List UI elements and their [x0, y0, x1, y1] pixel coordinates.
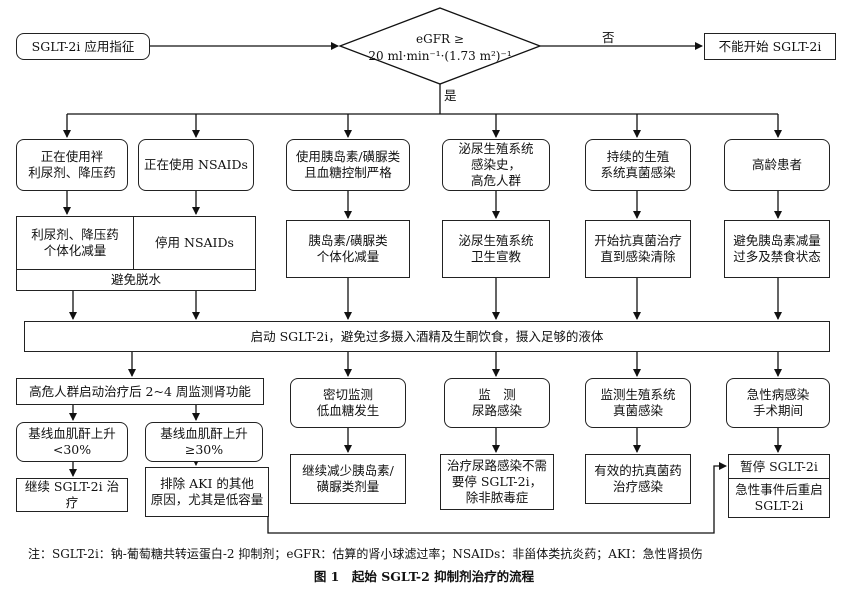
- action-label: 利尿剂、降压药 个体化减量: [31, 227, 119, 258]
- condition-label: 正在使用袢 利尿剂、降压药: [28, 149, 116, 180]
- reduce-insulin-label: 继续减少胰岛素/ 磺脲类剂量: [302, 463, 394, 494]
- monitor-box: 急性病感染 手术期间: [726, 378, 830, 428]
- start-box: SGLT-2i 应用指征: [16, 33, 150, 60]
- action-box: 利尿剂、降压药 个体化减量: [17, 217, 134, 270]
- combined-action-box: 利尿剂、降压药 个体化减量 停用 NSAIDs 避免脱水: [16, 216, 256, 291]
- continue-treatment-box: 继续 SGLT-2i 治疗: [16, 478, 128, 512]
- action-box: 开始抗真菌治疗 直到感染清除: [585, 220, 691, 278]
- antifungal-box: 有效的抗真菌药 治疗感染: [585, 454, 691, 504]
- avoid-dehydration-label: 避免脱水: [110, 272, 161, 287]
- condition-label: 泌尿生殖系统 感染史， 高危人群: [458, 141, 534, 188]
- action-box: 避免胰岛素减量 过多及禁食状态: [724, 220, 830, 278]
- pause-restart-box: 暂停 SGLT-2i 急性事件后重启 SGLT-2i: [728, 454, 830, 518]
- monitor-kidney-box: 高危人群启动治疗后 2~4 周监测肾功能: [16, 378, 264, 405]
- reduce-insulin-box: 继续减少胰岛素/ 磺脲类剂量: [290, 454, 406, 504]
- condition-label: 高龄患者: [751, 157, 802, 172]
- creatinine-high-label: 基线血肌酐上升 ≥30%: [160, 426, 248, 457]
- avoid-dehydration: 避免脱水: [17, 270, 255, 290]
- action-label: 胰岛素/磺脲类 个体化减量: [308, 233, 388, 264]
- pause-cell: 暂停 SGLT-2i: [729, 455, 829, 479]
- uti-treatment-box: 治疗尿路感染不需 要停 SGLT-2i， 除非脓毒症: [440, 454, 554, 510]
- action-label: 开始抗真菌治疗 直到感染清除: [594, 233, 682, 264]
- monitor-box: 密切监测 低血糖发生: [290, 378, 406, 428]
- decision-line-2: 20 ml·min⁻¹·(1.73 m²)⁻¹: [368, 49, 512, 63]
- start-label: SGLT-2i 应用指征: [31, 38, 135, 54]
- action-label: 停用 NSAIDs: [155, 235, 234, 250]
- condition-label: 正在使用 NSAIDs: [144, 157, 248, 172]
- condition-box: 正在使用 NSAIDs: [138, 139, 254, 191]
- action-label: 泌尿生殖系统 卫生宣教: [458, 233, 534, 264]
- creatinine-low-box: 基线血肌酐上升 <30%: [16, 422, 128, 462]
- restart-label: 急性事件后重启 SGLT-2i: [735, 482, 823, 513]
- action-label: 避免胰岛素减量 过多及禁食状态: [733, 233, 821, 264]
- initiate-label: 启动 SGLT-2i，避免过多摄入酒精及生酮饮食，摄入足够的液体: [250, 328, 604, 344]
- decision-text: eGFR ≥ 20 ml·min⁻¹·(1.73 m²)⁻¹: [340, 31, 540, 65]
- condition-box: 泌尿生殖系统 感染史， 高危人群: [442, 139, 550, 191]
- condition-label: 持续的生殖 系统真菌感染: [600, 149, 676, 180]
- no-label: 否: [602, 30, 615, 45]
- continue-treatment-label: 继续 SGLT-2i 治疗: [24, 479, 120, 510]
- uti-treatment-label: 治疗尿路感染不需 要停 SGLT-2i， 除非脓毒症: [446, 458, 547, 505]
- creatinine-low-label: 基线血肌酐上升 <30%: [28, 426, 116, 457]
- decision-line-1: eGFR ≥: [416, 32, 464, 46]
- exclude-aki-label: 排除 AKI 的其他 原因，尤其是低容量: [150, 476, 264, 507]
- no-result-box: 不能开始 SGLT-2i: [704, 33, 836, 60]
- action-box: 胰岛素/磺脲类 个体化减量: [286, 220, 410, 278]
- restart-cell: 急性事件后重启 SGLT-2i: [729, 479, 829, 517]
- monitor-box: 监测生殖系统 真菌感染: [585, 378, 691, 428]
- no-result-label: 不能开始 SGLT-2i: [718, 38, 822, 54]
- condition-box: 使用胰岛素/磺脲类 且血糖控制严格: [286, 139, 410, 191]
- condition-box: 正在使用袢 利尿剂、降压药: [16, 139, 128, 191]
- initiate-box: 启动 SGLT-2i，避免过多摄入酒精及生酮饮食，摄入足够的液体: [24, 321, 830, 352]
- exclude-aki-box: 排除 AKI 的其他 原因，尤其是低容量: [145, 467, 269, 517]
- creatinine-high-box: 基线血肌酐上升 ≥30%: [145, 422, 263, 462]
- action-box: 停用 NSAIDs: [134, 217, 255, 270]
- monitor-label: 监 测 尿路感染: [471, 387, 522, 418]
- monitor-label: 密切监测 低血糖发生: [316, 387, 380, 418]
- monitor-label: 监测生殖系统 真菌感染: [600, 387, 676, 418]
- antifungal-label: 有效的抗真菌药 治疗感染: [594, 463, 682, 494]
- action-box: 泌尿生殖系统 卫生宣教: [442, 220, 550, 278]
- condition-box: 持续的生殖 系统真菌感染: [585, 139, 691, 191]
- monitor-kidney-label: 高危人群启动治疗后 2~4 周监测肾功能: [29, 383, 251, 399]
- condition-box: 高龄患者: [724, 139, 830, 191]
- footnote: 注：SGLT-2i：钠-葡萄糖共转运蛋白-2 抑制剂；eGFR：估算的肾小球滤过…: [28, 547, 703, 561]
- figure-caption: 图 1 起始 SGLT-2 抑制剂治疗的流程: [313, 569, 535, 584]
- monitor-box: 监 测 尿路感染: [444, 378, 550, 428]
- monitor-label: 急性病感染 手术期间: [746, 387, 810, 418]
- condition-label: 使用胰岛素/磺脲类 且血糖控制严格: [295, 149, 401, 180]
- yes-label: 是: [444, 88, 457, 103]
- pause-label: 暂停 SGLT-2i: [740, 458, 818, 474]
